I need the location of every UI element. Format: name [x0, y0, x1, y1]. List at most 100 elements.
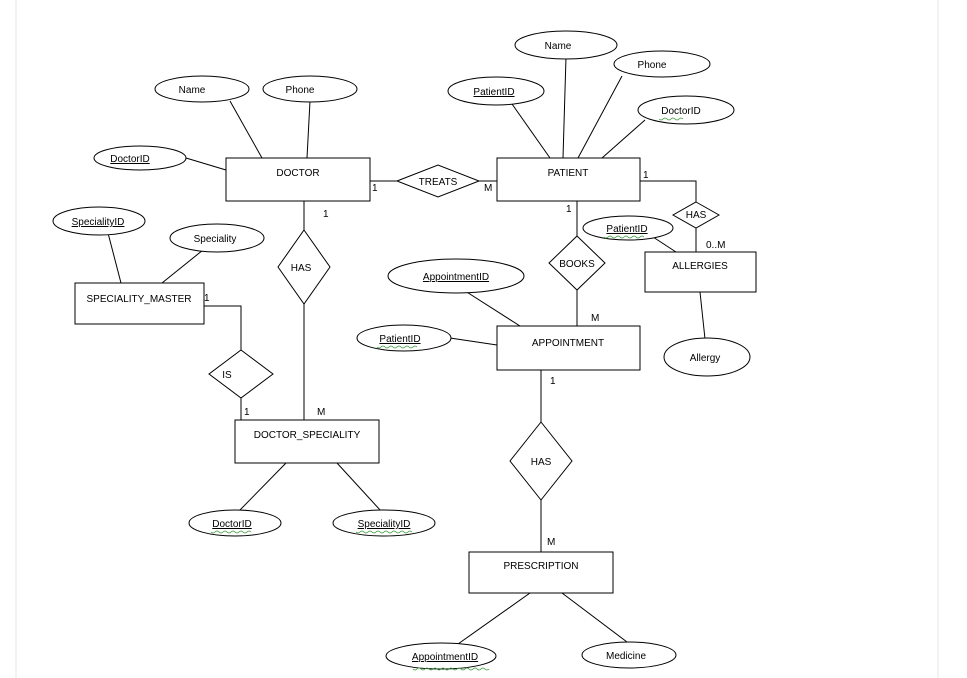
attribute-medicine[interactable]: Medicine [581, 641, 677, 669]
connector-ds-speciality-id [336, 462, 382, 512]
attribute-doctor-phone[interactable]: Phone [262, 75, 358, 103]
attribute-doctor-id[interactable]: DoctorID [93, 145, 187, 171]
connector-appointment-patient-id [449, 337, 498, 346]
attribute-speciality-id[interactable]: SpecialityID [52, 206, 146, 236]
connector-doctor-id [185, 157, 227, 171]
cardinality-ds-is: 1 [244, 407, 250, 418]
attribute-patient-name-label: Name [545, 41, 572, 52]
cardinality-allergies-has: 0..M [706, 240, 725, 251]
connector-patient-doctor-id [601, 119, 646, 159]
connector-doctor-name [229, 100, 263, 159]
connector-patient-name [562, 56, 567, 159]
spellcheck-underline [412, 667, 490, 671]
cardinality-doctor-has: 1 [323, 209, 329, 220]
entity-allergies[interactable]: ALLERGIES [644, 251, 757, 293]
attribute-allergy[interactable]: Allergy [663, 337, 751, 377]
attribute-medicine-label: Medicine [606, 651, 646, 662]
connector-medicine [561, 592, 628, 643]
entity-appointment[interactable]: APPOINTMENT [496, 325, 641, 371]
relationship-appointment-has-label: HAS [531, 457, 552, 468]
attribute-ds-doctor-id[interactable]: DoctorID [188, 509, 282, 537]
attribute-appointment-patient-id-label: PatientID [379, 334, 420, 345]
relationship-books-label: BOOKS [559, 259, 595, 270]
attribute-speciality-label: Speciality [194, 234, 237, 245]
cardinality-appointment-books: M [591, 313, 599, 324]
attribute-rx-appointment-id-label: AppointmentID [412, 652, 478, 663]
cardinality-patient-allergies: 1 [643, 170, 649, 181]
attribute-appointment-id[interactable]: AppointmentID [387, 258, 525, 294]
attribute-ds-speciality-id[interactable]: SpecialityID [332, 509, 436, 537]
attribute-allergy-label: Allergy [690, 353, 721, 364]
spellcheck-underline [603, 235, 645, 239]
attribute-appointment-id-label: AppointmentID [423, 272, 489, 283]
spellcheck-underline [355, 530, 413, 534]
attribute-patient-name[interactable]: Name [514, 30, 618, 60]
attribute-allergies-patient-id-label: PatientID [606, 224, 647, 235]
entity-doctor-speciality-label: DOCTOR_SPECIALITY [254, 430, 361, 441]
connector-ds-doctor-id [238, 462, 287, 512]
connector-patient-id [511, 103, 551, 159]
entity-allergies-label: ALLERGIES [672, 261, 728, 272]
cardinality-sm-is: 1 [204, 293, 210, 304]
connector-patient-has [640, 180, 697, 202]
relationship-treats[interactable]: TREATS [395, 164, 481, 198]
relationship-is[interactable]: IS [208, 349, 274, 399]
connector-sm-is [204, 305, 242, 350]
entity-prescription[interactable]: PRESCRIPTION [468, 551, 614, 594]
cardinality-patient-books: 1 [566, 204, 572, 215]
connector-appointment-id [461, 288, 521, 327]
attribute-doctor-name[interactable]: Name [154, 75, 250, 103]
entity-doctor-label: DOCTOR [276, 168, 319, 179]
cardinalities: 1 M 1 M 1 1 1 M 1 0..M 1 M [204, 170, 725, 548]
entity-speciality-master-label: SPECIALITY_MASTER [86, 294, 191, 305]
entity-patient[interactable]: PATIENT [496, 157, 641, 202]
relationship-patient-has[interactable]: HAS [671, 201, 721, 229]
attribute-ds-speciality-id-label: SpecialityID [358, 519, 411, 530]
attribute-patient-doctor-id[interactable]: DoctorID [637, 95, 735, 125]
attribute-doctor-phone-label: Phone [286, 85, 315, 96]
relationship-books[interactable]: BOOKS [548, 235, 606, 291]
attribute-patient-phone-label: Phone [638, 60, 667, 71]
attribute-patient-doctor-id-label: DoctorID [661, 106, 700, 117]
connector-speciality-id [107, 232, 122, 284]
entity-doctor[interactable]: DOCTOR [225, 157, 371, 202]
entity-prescription-label: PRESCRIPTION [503, 561, 578, 572]
attribute-doctor-name-label: Name [179, 85, 206, 96]
attribute-patient-phone[interactable]: Phone [613, 50, 711, 78]
attribute-allergies-patient-id[interactable]: PatientID [582, 215, 674, 241]
relationship-is-label: IS [222, 370, 232, 381]
attribute-speciality[interactable]: Speciality [169, 223, 265, 253]
entity-patient-label: PATIENT [548, 168, 589, 179]
cardinality-patient-treats: M [484, 183, 492, 194]
relationship-doctor-has[interactable]: HAS [277, 229, 331, 305]
connector-allergies-patient-id [652, 236, 677, 253]
attribute-appointment-patient-id[interactable]: PatientID [356, 324, 452, 352]
spellcheck-underline [376, 345, 418, 349]
attribute-ds-doctor-id-label: DoctorID [212, 519, 251, 530]
cardinality-doctor-treats: 1 [372, 183, 378, 194]
connector-rx-appointment-id [457, 592, 531, 645]
spellcheck-underline [658, 117, 684, 121]
connector-patient-phone [577, 75, 623, 159]
relationship-treats-label: TREATS [419, 177, 458, 188]
entity-doctor-speciality[interactable]: DOCTOR_SPECIALITY [234, 419, 380, 464]
connector-doctor-phone [306, 100, 311, 159]
relationship-doctor-has-label: HAS [291, 263, 312, 274]
entity-speciality-master[interactable]: SPECIALITY_MASTER [74, 282, 205, 325]
connector-allergy [699, 291, 706, 340]
connectors [107, 56, 706, 645]
cardinality-appointment-has: 1 [550, 376, 556, 387]
cardinality-prescription-has: M [547, 537, 555, 548]
attribute-patient-id-label: PatientID [473, 87, 514, 98]
attribute-speciality-id-label: SpecialityID [72, 217, 125, 228]
relationship-patient-has-label: HAS [686, 210, 707, 221]
entity-appointment-label: APPOINTMENT [532, 338, 604, 349]
attribute-doctor-id-label: DoctorID [110, 154, 149, 165]
spellcheck-underline [210, 530, 252, 534]
relationship-appointment-has[interactable]: HAS [509, 421, 573, 501]
cardinality-ds-has: M [317, 407, 325, 418]
attribute-rx-appointment-id[interactable]: AppointmentID [385, 642, 497, 671]
attribute-patient-id[interactable]: PatientID [447, 76, 545, 106]
